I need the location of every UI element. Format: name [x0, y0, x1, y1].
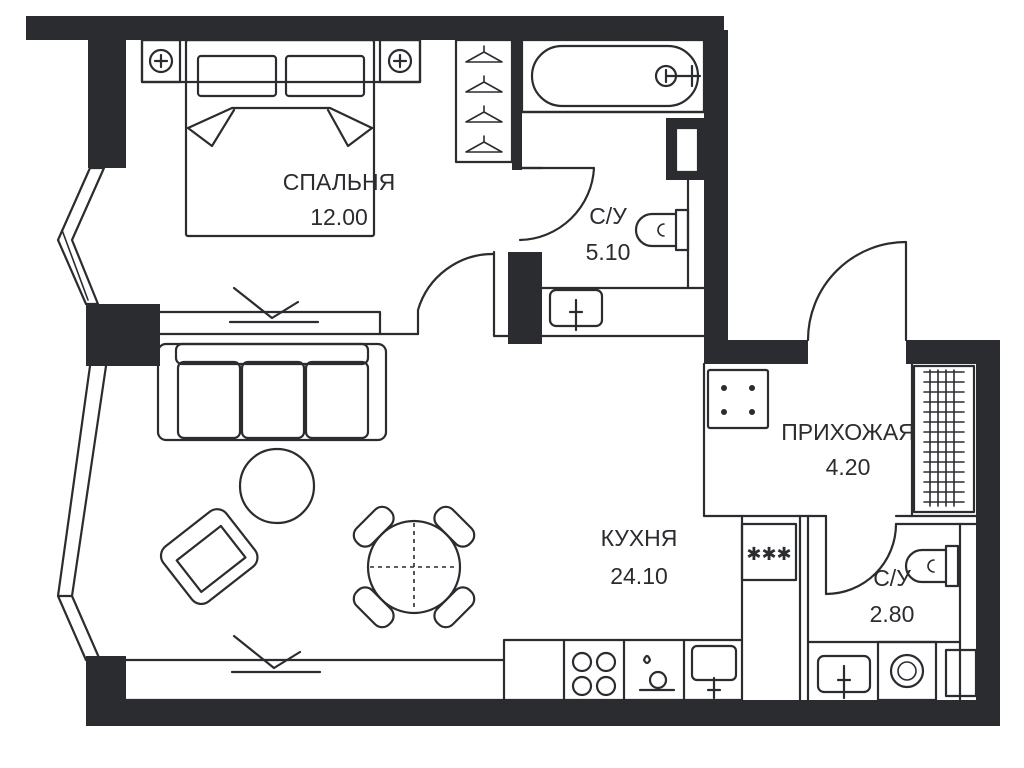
wall-top-outer: [26, 16, 724, 40]
wall-hall-top-left: [704, 340, 808, 364]
svg-text:✱✱✱: ✱✱✱: [746, 544, 791, 564]
radiator-bedroom: [228, 286, 320, 324]
small-shaft: [944, 648, 978, 698]
room-area-kitchen: 24.10: [610, 563, 668, 589]
room-name-bathroom-main: С/У: [589, 203, 627, 229]
door-bedroom: [416, 252, 496, 336]
wardrobe-bedroom: [454, 38, 514, 164]
washing-machine: [876, 640, 938, 702]
toilet-main: [634, 208, 690, 252]
room-name-hallway: ПРИХОЖАЯ: [781, 419, 915, 445]
room-label-bedroom: СПАЛЬНЯ 12.00: [283, 169, 395, 230]
wall-left-upper: [88, 30, 126, 168]
kitchen-counter: [502, 638, 744, 702]
wall-bath-pier: [508, 252, 542, 344]
wardrobe-hall: [912, 364, 976, 514]
room-name-bathroom-small: С/У: [873, 565, 911, 591]
dining-set: [352, 505, 476, 629]
wall-wardrobe-divider: [512, 30, 522, 170]
window-kitchen-bay: [56, 364, 108, 662]
sink-main: [548, 288, 604, 332]
wall-right-outer: [976, 340, 1000, 726]
door-small-bathroom: [824, 514, 898, 596]
sofa: [156, 342, 388, 442]
room-label-kitchen: КУХНЯ 24.10: [601, 525, 678, 589]
partitions: [124, 110, 978, 702]
walls: [26, 16, 1000, 726]
room-area-bedroom: 12.00: [310, 204, 368, 230]
doors: [416, 166, 908, 596]
bed: [140, 38, 422, 238]
toilet-small: [904, 544, 960, 588]
sink-small: [816, 654, 872, 700]
room-label-bathroom-main: С/У 5.10: [586, 203, 631, 265]
fridge: ✱✱✱: [740, 522, 798, 582]
room-label-bathroom-small: С/У 2.80: [870, 565, 915, 627]
room-name-bedroom: СПАЛЬНЯ: [283, 169, 395, 195]
room-area-bathroom-small: 2.80: [870, 601, 915, 627]
sink-kitchen: [690, 644, 738, 700]
coffee-table: [238, 447, 316, 525]
hall-cabinet: [706, 368, 770, 430]
room-label-hallway: ПРИХОЖАЯ 4.20: [781, 419, 915, 480]
windows: [56, 166, 108, 662]
room-area-bathroom-main: 5.10: [586, 239, 631, 265]
radiator-kitchen: [230, 634, 322, 674]
window-bedroom-bay: [56, 166, 106, 306]
wall-right-bath: [704, 30, 728, 362]
window-bedroom-sill: [61, 229, 89, 301]
room-area-hallway: 4.20: [826, 454, 871, 480]
shaft-inner: [674, 126, 700, 174]
door-entrance: [806, 240, 908, 342]
wall-bottom-outer: [86, 700, 1000, 726]
stove: [571, 651, 617, 697]
armchair: [159, 508, 259, 606]
room-name-kitchen: КУХНЯ: [601, 525, 678, 551]
dishwasher: [638, 654, 676, 692]
door-bathroom: [518, 166, 596, 242]
bathtub: [520, 38, 706, 114]
wall-left-pier: [86, 304, 160, 366]
